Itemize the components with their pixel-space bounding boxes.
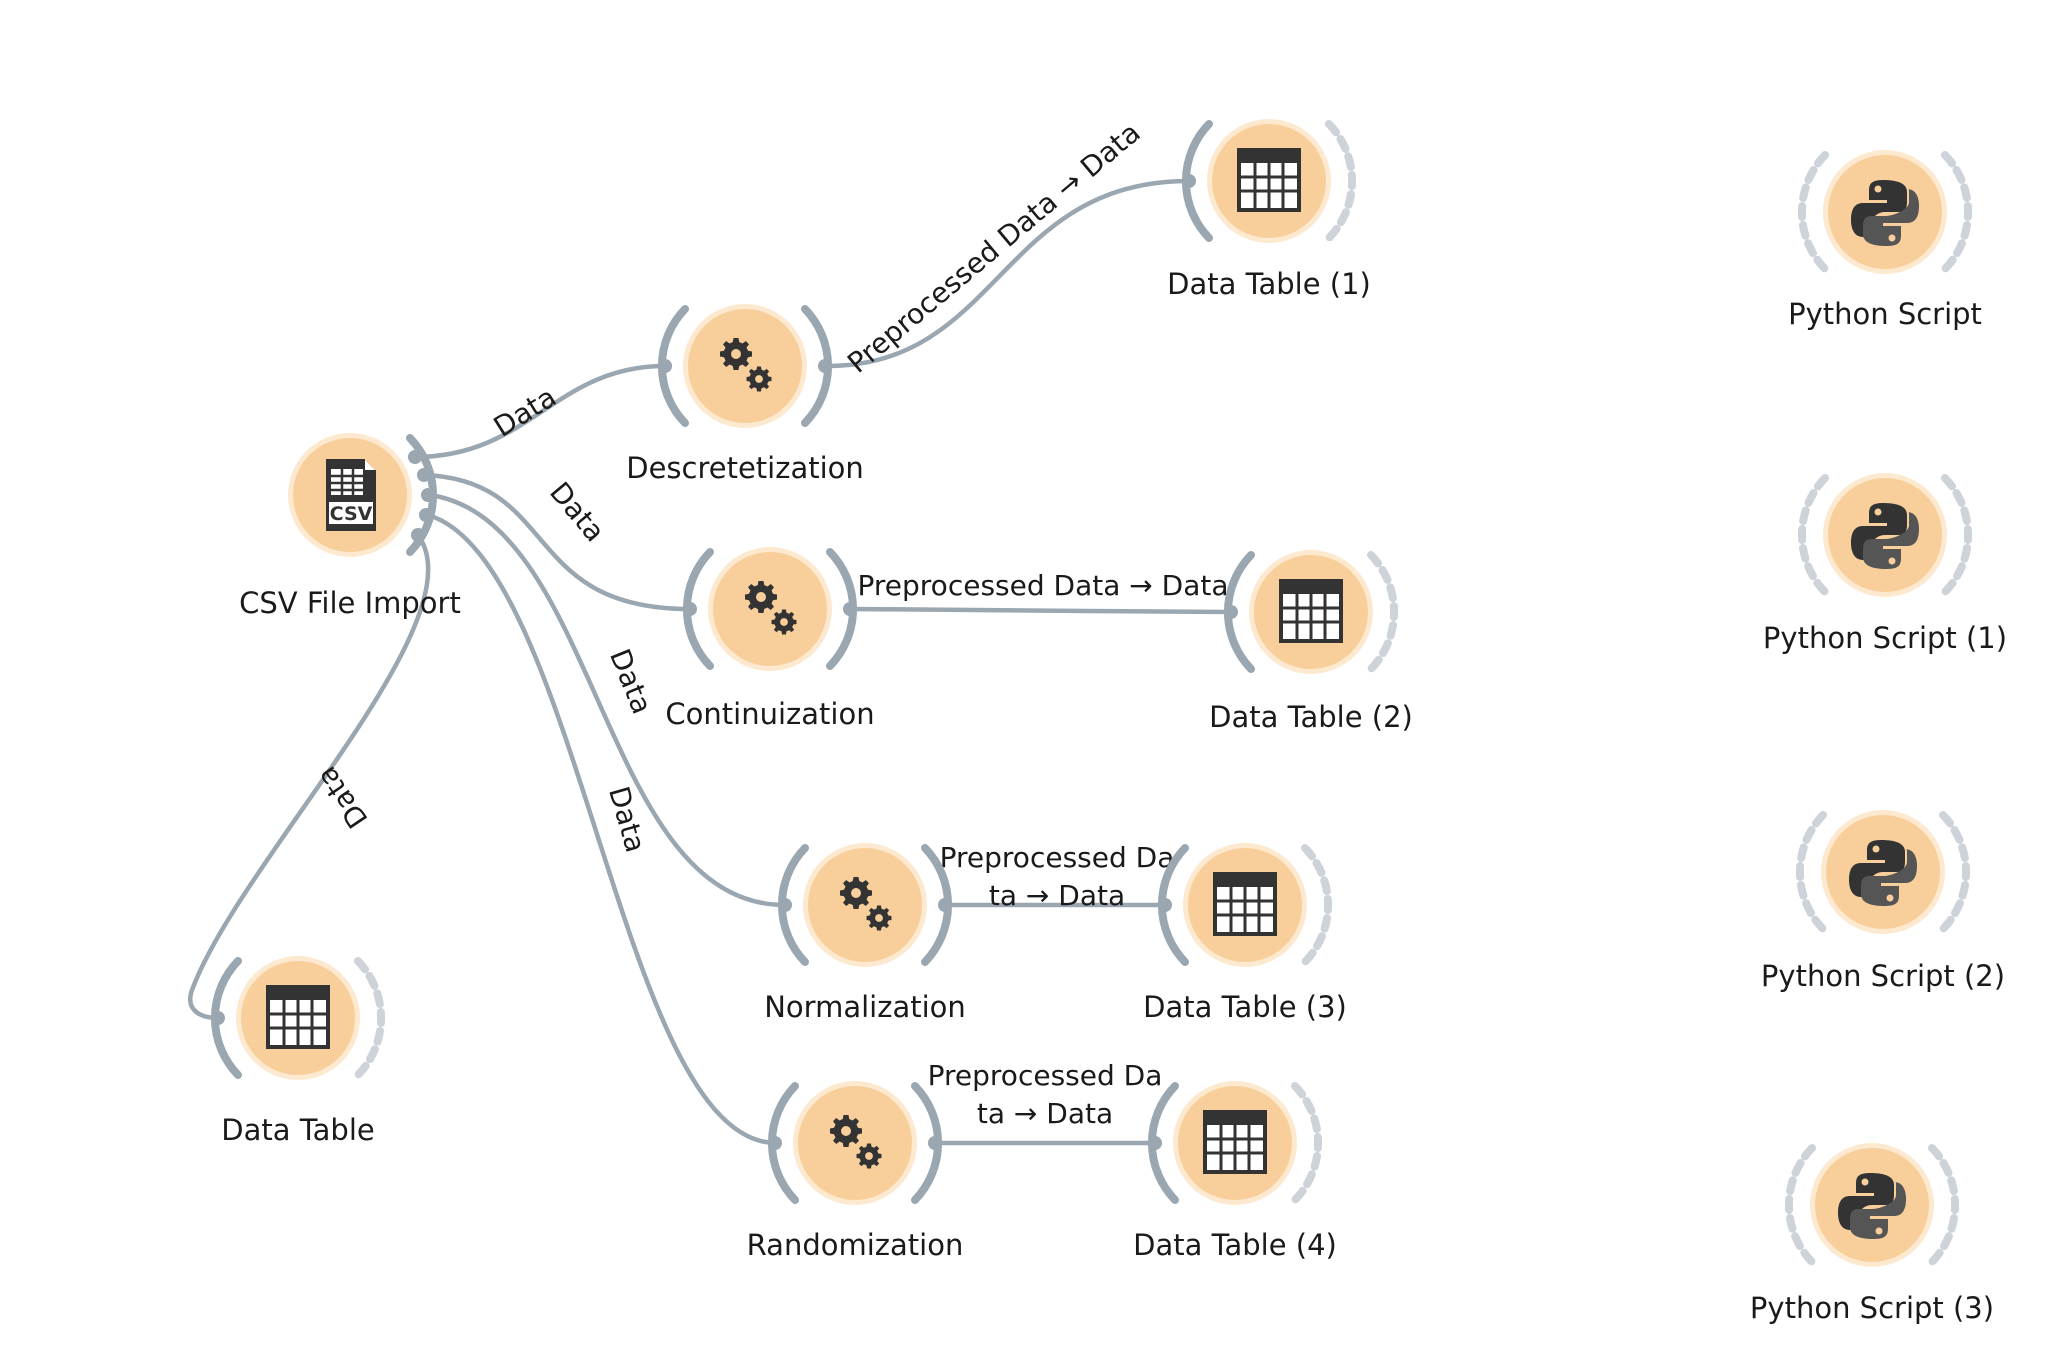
node-descretization[interactable]: Descretetization <box>626 304 864 485</box>
output-anchor-point[interactable] <box>818 359 832 373</box>
node-python-script-1[interactable]: Python Script (1) <box>1763 473 2007 655</box>
input-anchor-point[interactable] <box>768 1136 782 1150</box>
link-continuization-to-table[interactable] <box>849 606 1234 615</box>
node-randomization[interactable]: Randomization <box>747 1081 964 1262</box>
output-anchor-arc-inactive <box>1301 844 1332 966</box>
output-anchor-point[interactable] <box>938 898 952 912</box>
link-label-normalization-table-line2: ta → Data <box>989 879 1125 912</box>
table-icon <box>1235 146 1303 214</box>
node-label: CSV File Import <box>239 586 461 620</box>
node-python-script[interactable]: Python Script <box>1788 150 1982 331</box>
link-csv-to-descretization[interactable] <box>412 363 668 460</box>
link-csv-to-randomization[interactable] <box>425 512 778 1146</box>
link-label-csv-continuization: Data <box>543 476 611 548</box>
node-data-table-4[interactable]: Data Table (4) <box>1133 1081 1337 1262</box>
node-python-script-2[interactable]: Python Script (2) <box>1761 810 2005 993</box>
link-label-csv-descretization: Data <box>488 380 562 443</box>
csv-file-icon <box>324 457 378 533</box>
link-label-continuization-table: Preprocessed Data → Data <box>858 569 1229 602</box>
node-continuization[interactable]: Continuization <box>665 547 875 731</box>
node-label: Python Script (2) <box>1761 959 2005 993</box>
link-label-descretization-table: Preprocessed Data → Data <box>841 116 1146 380</box>
node-label: Data Table (1) <box>1167 267 1371 301</box>
node-label: Data Table (3) <box>1143 990 1347 1024</box>
link-label-csv-normalization: Data <box>603 644 659 718</box>
input-anchor-arc-inactive <box>1798 474 1829 596</box>
output-anchor-arc-inactive <box>354 957 385 1079</box>
node-data-table-2[interactable]: Data Table (2) <box>1209 550 1413 734</box>
output-anchor-point[interactable] <box>419 508 433 522</box>
link-csv-to-continuization[interactable] <box>421 472 693 612</box>
link-csv-to-normalization[interactable] <box>427 492 788 908</box>
output-anchor-arc-inactive <box>1939 811 1970 933</box>
output-anchor-point[interactable] <box>843 602 857 616</box>
input-anchor-point[interactable] <box>1158 898 1172 912</box>
node-label: Continuization <box>665 697 874 731</box>
output-anchor-point[interactable] <box>408 450 422 464</box>
node-label: Data Table (4) <box>1133 1228 1337 1262</box>
node-data-table[interactable]: Data Table <box>211 956 385 1147</box>
link-csv-to-data-table[interactable] <box>188 532 431 1021</box>
node-label: Python Script (3) <box>1750 1291 1994 1325</box>
node-normalization[interactable]: Normalization <box>764 843 966 1024</box>
table-icon <box>264 983 332 1051</box>
node-data-table-1[interactable]: Data Table (1) <box>1167 119 1371 301</box>
output-anchor-arc-inactive <box>1291 1082 1322 1204</box>
node-data-table-3[interactable]: Data Table (3) <box>1143 843 1347 1024</box>
node-label: Randomization <box>747 1228 964 1262</box>
input-anchor-point[interactable] <box>778 898 792 912</box>
links-layer <box>188 178 1234 1146</box>
output-anchor-arc-inactive <box>1367 551 1398 673</box>
input-anchor-point[interactable] <box>1148 1136 1162 1150</box>
node-label: Python Script (1) <box>1763 621 2007 655</box>
output-anchor-arc-inactive <box>1325 120 1356 242</box>
link-label-randomization-table-line1: Preprocessed Da <box>928 1059 1163 1092</box>
table-icon <box>1277 577 1345 645</box>
input-anchor-arc-inactive <box>1796 811 1827 933</box>
output-anchor-point[interactable] <box>417 468 431 482</box>
output-anchor-point[interactable] <box>421 488 435 502</box>
input-anchor-point[interactable] <box>1224 605 1238 619</box>
node-csv-file-import[interactable]: CSV File Import <box>239 433 461 620</box>
input-anchor-point[interactable] <box>211 1011 225 1025</box>
input-anchor-arc-inactive <box>1798 151 1829 273</box>
link-descretization-to-table[interactable] <box>824 178 1192 369</box>
link-label-csv-data-table: Data <box>310 760 375 834</box>
input-anchor-point[interactable] <box>658 359 672 373</box>
node-label: Normalization <box>764 990 966 1024</box>
node-label: Data Table (2) <box>1209 700 1413 734</box>
node-label: Data Table <box>221 1113 374 1147</box>
input-anchor-point[interactable] <box>683 602 697 616</box>
output-anchor-arc-inactive <box>1941 151 1972 273</box>
link-label-normalization-table-line1: Preprocessed Da <box>940 841 1175 874</box>
output-anchor-point[interactable] <box>411 528 425 542</box>
output-anchor-point[interactable] <box>928 1136 942 1150</box>
link-label-randomization-table-line2: ta → Data <box>977 1097 1113 1130</box>
output-anchor-arc-inactive <box>1928 1144 1959 1266</box>
node-label: Python Script <box>1788 297 1982 331</box>
input-anchor-point[interactable] <box>1182 174 1196 188</box>
node-python-script-3[interactable]: Python Script (3) <box>1750 1143 1994 1325</box>
output-anchor-arc-inactive <box>1941 474 1972 596</box>
input-anchor-arc-inactive <box>1785 1144 1816 1266</box>
table-icon <box>1211 870 1279 938</box>
node-label: Descretetization <box>626 451 864 485</box>
table-icon <box>1201 1108 1269 1176</box>
